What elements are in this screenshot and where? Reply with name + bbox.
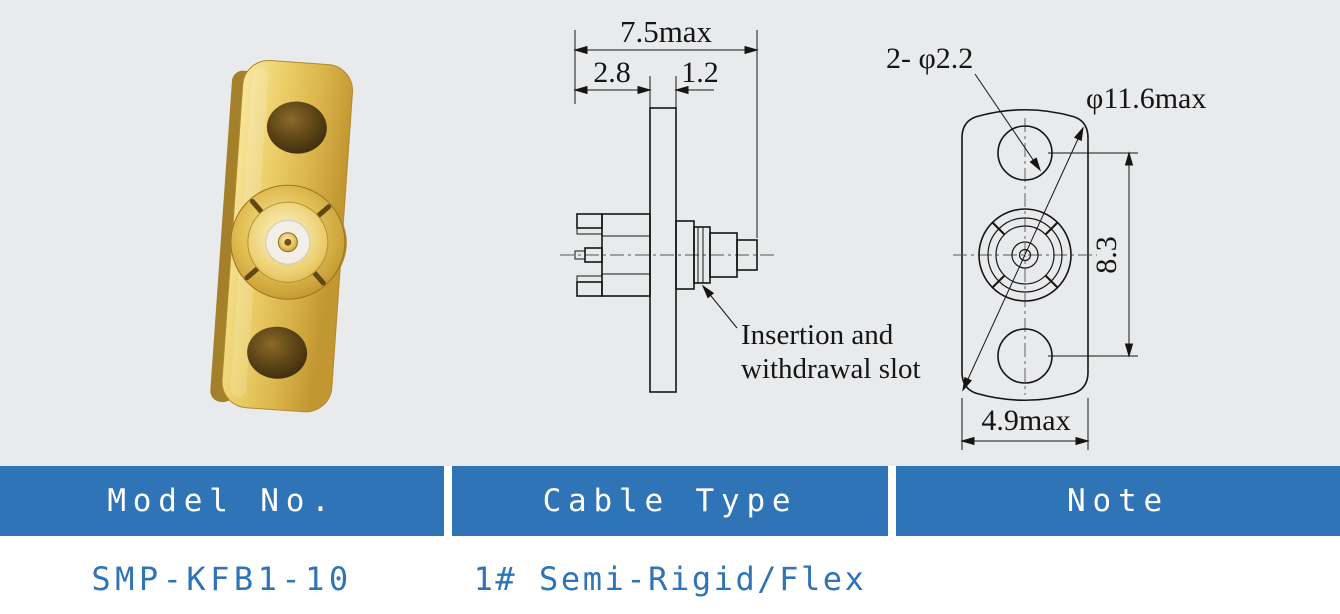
side-view-dimensions (573, 30, 759, 329)
header-note: Note (896, 466, 1340, 536)
cell-model-no: SMP-KFB1-10 (0, 544, 444, 614)
spec-table: Model No. Cable Type Note SMP-KFB1-10 1#… (0, 466, 1340, 614)
slot-annotation-line1: Insertion and (741, 319, 894, 351)
dim-left-section: 2.8 (593, 56, 631, 89)
side-view-drawing (560, 107, 775, 393)
interface-slots (991, 221, 1059, 289)
flange-outline-front (961, 108, 1089, 402)
center-socket (284, 238, 292, 246)
cell-cable-type: 1# Semi-Rigid/Flex (452, 544, 888, 614)
connector-photo (210, 59, 354, 413)
mounting-hole-bottom (247, 326, 308, 379)
dim-flange-max: φ11.6max (1086, 82, 1206, 115)
drawing-area: 7.5max 2.8 1.2 Insertion and withdrawal … (210, 14, 1206, 450)
petal-top (576, 213, 603, 229)
technical-drawing-svg: 7.5max 2.8 1.2 Insertion and withdrawal … (210, 14, 1206, 450)
header-cable-type: Cable Type (452, 466, 888, 536)
dim-flange-width: 4.9max (981, 404, 1070, 437)
slot-annotation-line2: withdrawal slot (741, 353, 921, 385)
dim-hole-spacing: 8.3 (1090, 236, 1123, 274)
header-model-no: Model No. (0, 466, 444, 536)
mounting-hole-top (266, 101, 327, 154)
cell-note (896, 544, 1340, 614)
front-view-dimensions (960, 73, 1138, 450)
dim-total-length: 7.5max (620, 14, 713, 49)
cable-end (736, 239, 758, 271)
dim-flange-thickness: 1.2 (681, 56, 719, 89)
dim-mounting-holes: 2- φ2.2 (886, 42, 973, 75)
petal-bottom (576, 281, 603, 297)
interface-outer-circle (978, 208, 1072, 302)
flange-plate-side (649, 107, 677, 393)
